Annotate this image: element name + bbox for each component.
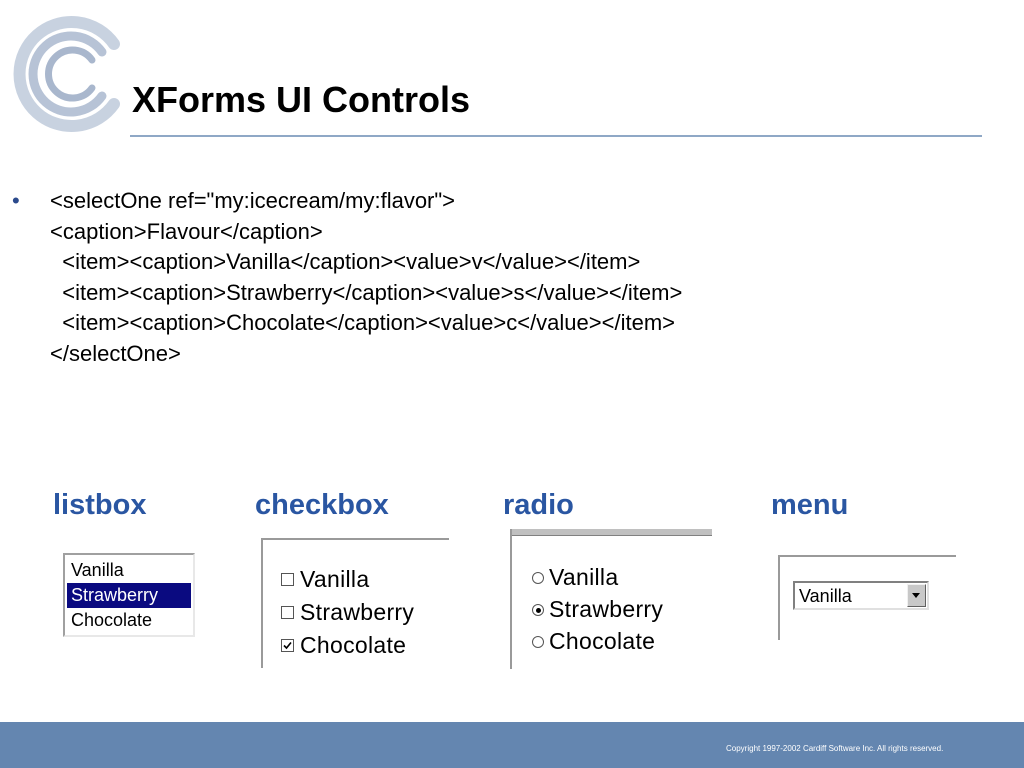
bullet-icon: • — [12, 188, 20, 213]
menu-label: menu — [771, 489, 849, 521]
code-line: <item><caption>Strawberry</caption><valu… — [50, 279, 683, 305]
checkbox-option-label[interactable]: Chocolate — [300, 632, 407, 658]
panel-border — [510, 529, 512, 669]
panel-border — [778, 555, 956, 557]
checkbox-group: Vanilla Strawberry Chocolate — [261, 538, 449, 668]
checkbox-option-label[interactable]: Vanilla — [300, 566, 370, 592]
dropdown-button[interactable] — [907, 584, 926, 607]
code-line: <caption>Flavour</caption> — [50, 218, 323, 244]
chevron-down-icon — [912, 593, 920, 598]
checkbox-option-label[interactable]: Strawberry — [300, 599, 415, 625]
code-line: <item><caption>Vanilla</caption><value>v… — [50, 249, 641, 275]
panel-border — [778, 555, 780, 640]
flavor-listbox[interactable]: Vanilla Strawberry Chocolate — [63, 553, 195, 637]
checkbox-icon[interactable] — [281, 606, 294, 619]
listbox-label: listbox — [53, 489, 147, 521]
code-line: <selectOne ref="my:icecream/my:flavor"> — [50, 188, 456, 213]
radio-button-icon[interactable] — [532, 636, 544, 648]
radio-dot — [535, 607, 541, 613]
code-line: </selectOne> — [50, 340, 181, 366]
code-block: <selectOne ref="my:icecream/my:flavor"> … — [50, 186, 682, 370]
listbox-option-selected[interactable]: Strawberry — [67, 583, 191, 608]
flavor-dropdown[interactable]: Vanilla — [793, 581, 929, 610]
panel-border — [261, 538, 263, 668]
page-title: XForms UI Controls — [132, 79, 471, 120]
radio-button-selected-icon[interactable] — [532, 604, 544, 616]
panel-border — [510, 529, 712, 536]
footer-bar — [0, 722, 1024, 768]
title-divider — [130, 135, 982, 137]
radio-option-label[interactable]: Strawberry — [549, 596, 664, 622]
cardiff-c-logo-icon — [13, 16, 120, 132]
listbox-option[interactable]: Chocolate — [71, 610, 153, 630]
checkmark-icon — [283, 641, 292, 650]
checkbox-checked-icon[interactable] — [281, 639, 294, 652]
panel-border — [261, 538, 449, 540]
radio-option-label[interactable]: Vanilla — [549, 564, 619, 590]
checkbox-icon[interactable] — [281, 573, 294, 586]
code-line: <item><caption>Chocolate</caption><value… — [50, 310, 675, 336]
copyright-text: Copyright 1997-2002 Cardiff Software Inc… — [726, 744, 944, 753]
listbox-option[interactable]: Vanilla — [71, 560, 124, 580]
radio-label: radio — [503, 489, 574, 521]
dropdown-value: Vanilla — [799, 586, 852, 606]
radio-button-icon[interactable] — [532, 572, 544, 584]
checkbox-label: checkbox — [255, 489, 389, 521]
radio-group: Vanilla Strawberry Chocolate — [510, 529, 712, 669]
radio-option-label[interactable]: Chocolate — [549, 628, 656, 654]
